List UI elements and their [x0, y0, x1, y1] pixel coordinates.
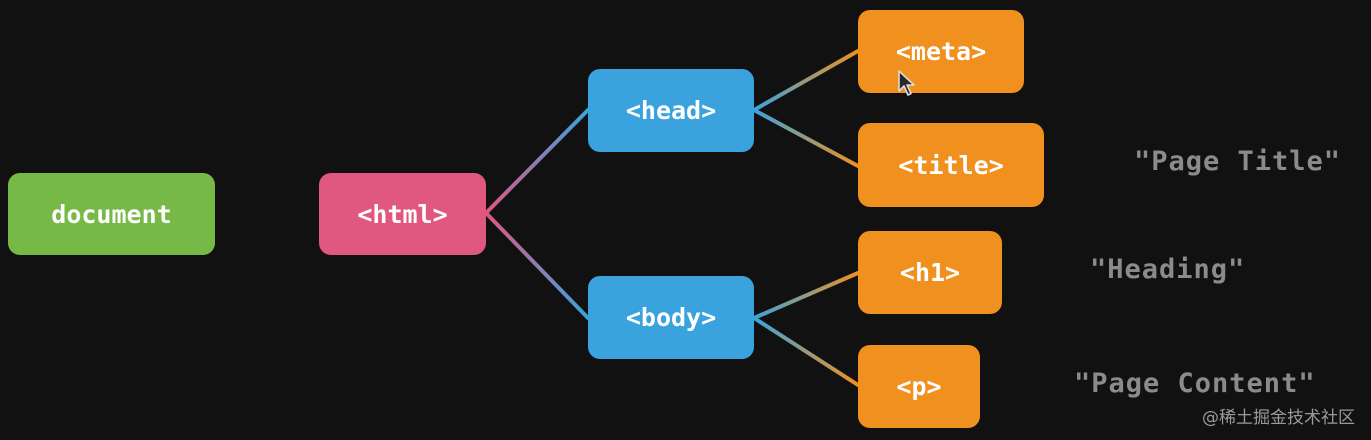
node-html-label: <html>: [357, 199, 448, 229]
node-html: <html>: [319, 173, 486, 255]
node-title-label: <title>: [898, 150, 1004, 180]
node-title: <title>: [858, 123, 1044, 207]
node-body-label: <body>: [625, 303, 717, 332]
edge-body-h1: [752, 271, 860, 320]
node-document-label: document: [51, 199, 172, 229]
node-p-label: <p>: [896, 372, 942, 401]
edge-body-p: [752, 316, 860, 387]
node-body: <body>: [588, 276, 754, 359]
node-meta-label: <meta>: [895, 37, 987, 66]
node-head-label: <head>: [625, 96, 717, 125]
mouse-cursor-icon: [898, 70, 915, 96]
edge-head-title: [752, 108, 860, 168]
node-meta: <meta>: [858, 10, 1024, 93]
node-document: document: [8, 173, 215, 255]
watermark: @稀土掘金技术社区: [1202, 408, 1355, 428]
node-h1-label: <h1>: [899, 258, 961, 287]
node-p: <p>: [858, 345, 980, 428]
node-head: <head>: [588, 69, 754, 152]
node-h1: <h1>: [858, 231, 1002, 314]
text-node-page-content: "Page Content": [1074, 368, 1316, 399]
text-node-heading: "Heading": [1090, 254, 1246, 285]
edge-html-body: [484, 211, 590, 320]
edge-head-meta: [752, 49, 860, 112]
text-node-page-title: "Page Title": [1134, 146, 1342, 177]
edge-html-head: [484, 108, 590, 215]
